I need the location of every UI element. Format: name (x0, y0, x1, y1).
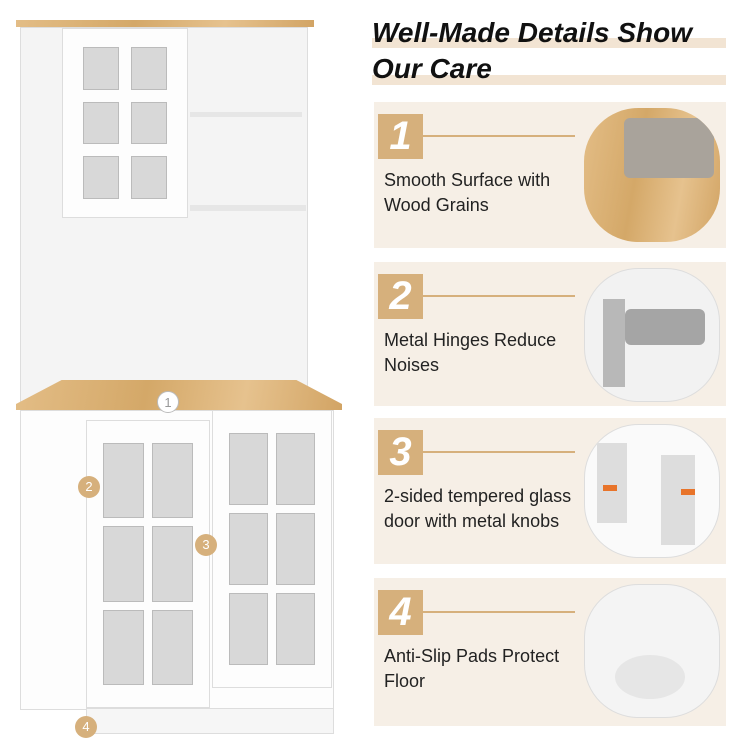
glass-pane (83, 47, 119, 90)
right-base-door (212, 410, 332, 688)
feature-text: Smooth Surface with Wood Grains (384, 170, 551, 215)
pad (615, 655, 685, 699)
marker-1: 1 (157, 391, 179, 413)
glass-pane (276, 513, 315, 585)
glass-pane (103, 526, 144, 602)
glass-pane (131, 156, 167, 199)
door (661, 455, 695, 545)
glass-pane (103, 443, 144, 519)
feature-number: 4 (378, 590, 423, 635)
glass-pane (131, 101, 167, 145)
glass-pane (83, 101, 119, 145)
glass-pane (152, 443, 193, 519)
marker-4: 4 (75, 716, 97, 738)
glass-pane (229, 513, 268, 585)
feature-number: 2 (378, 274, 423, 319)
feature-number: 1 (378, 114, 423, 159)
base-plinth (86, 708, 334, 734)
feature-text: Anti-Slip Pads Protect Floor (384, 646, 560, 691)
countertop (16, 380, 342, 410)
feature-panel-2: 2 Metal Hinges Reduce Noises (374, 262, 726, 406)
left-base-door (86, 420, 210, 708)
feature-text: 2-sided tempered glass door with metal k… (384, 486, 572, 531)
feature-text: Metal Hinges Reduce Noises (384, 330, 557, 375)
glass-pane (152, 526, 193, 602)
anti-slip-pad-photo (584, 584, 720, 718)
cloth (624, 118, 714, 178)
glass-pane (229, 433, 268, 505)
divider (423, 611, 575, 613)
heading-underline (372, 38, 726, 48)
shelf (190, 205, 306, 211)
hinge-plate (603, 299, 625, 387)
divider (423, 451, 575, 453)
heading-underline (372, 75, 726, 85)
wood-surface-photo (584, 108, 720, 242)
glass-pane (276, 433, 315, 505)
heading-line-1: Well-Made Details Show (372, 17, 692, 48)
door (597, 443, 627, 523)
glass-pane (229, 593, 268, 665)
marker-3: 3 (195, 534, 217, 556)
divider (423, 135, 575, 137)
shelf (190, 112, 302, 117)
feature-panel-1: 1 Smooth Surface with Wood Grains (374, 102, 726, 248)
hinge-arm (625, 309, 705, 345)
hutch-top (16, 20, 314, 27)
divider (423, 295, 575, 297)
arrow-icon (681, 489, 695, 495)
hutch-door (62, 28, 188, 218)
glass-pane (131, 47, 167, 90)
feature-panel-3: 3 2-sided tempered glass door with metal… (374, 418, 726, 564)
glass-pane (83, 156, 119, 199)
arrow-icon (603, 485, 617, 491)
cabinet-illustration: 1 2 3 4 (0, 0, 360, 750)
marker-2: 2 (78, 476, 100, 498)
glass-pane (276, 593, 315, 665)
glass-door-photo (584, 424, 720, 558)
glass-pane (103, 609, 144, 685)
feature-panel-4: 4 Anti-Slip Pads Protect Floor (374, 578, 726, 726)
glass-pane (152, 609, 193, 685)
heading-line-2: Our Care (372, 53, 492, 84)
hinge-photo (584, 268, 720, 402)
feature-number: 3 (378, 430, 423, 475)
